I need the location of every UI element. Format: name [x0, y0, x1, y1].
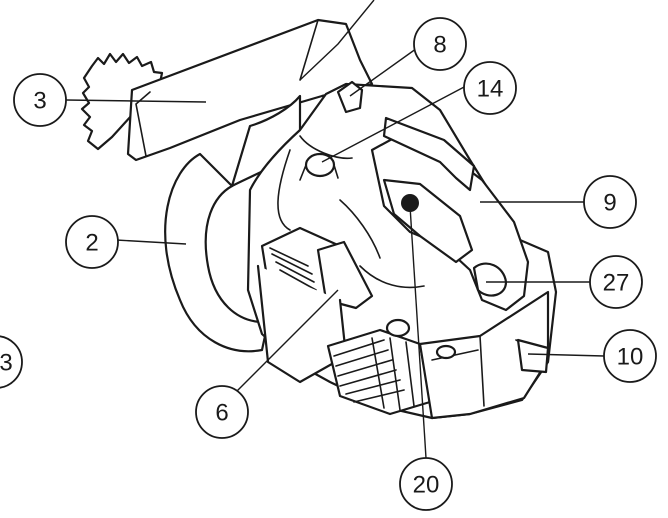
callout-20: 20 [399, 457, 453, 511]
callout-8: 8 [413, 17, 467, 71]
callout-2: 2 [65, 215, 119, 269]
callout-label: 3 [33, 88, 46, 115]
marker-dot-20 [401, 194, 419, 212]
top-handle [164, 152, 270, 353]
body-contour [277, 135, 425, 289]
chain-guard-edge [135, 91, 151, 157]
fuel-cap [385, 318, 411, 338]
starter-handle [316, 240, 374, 310]
air-vent-slats [333, 337, 415, 411]
callout-10: 10 [603, 329, 657, 383]
callout-label: 8 [433, 32, 446, 59]
chain-guard-fold [299, 19, 319, 81]
front-block [256, 264, 348, 384]
callout-6: 6 [195, 385, 249, 439]
callout-27: 27 [589, 255, 643, 309]
rear-housing [418, 290, 550, 420]
rear-vent-block [516, 338, 550, 374]
callout-label: 10 [617, 344, 644, 371]
chain-guard [126, 18, 374, 162]
callout-14: 14 [463, 61, 517, 115]
air-vent [326, 328, 432, 416]
callout-label: 27 [603, 270, 630, 297]
callout-label: 2 [85, 230, 98, 257]
choke-knob-stem [299, 164, 339, 181]
callout-3-partial: 3 [0, 335, 23, 389]
callout-3: 3 [13, 73, 67, 127]
callout-label: 9 [603, 190, 616, 217]
leader-lines [65, 0, 605, 459]
callout-label: 3 [0, 350, 13, 377]
callout-label: 20 [413, 472, 440, 499]
callout-label: 14 [477, 76, 504, 103]
callout-9: 9 [583, 175, 637, 229]
throttle-lever [382, 116, 476, 192]
housing-hole [435, 344, 457, 360]
callout-label: 6 [215, 400, 228, 427]
stop-switch [336, 80, 364, 114]
